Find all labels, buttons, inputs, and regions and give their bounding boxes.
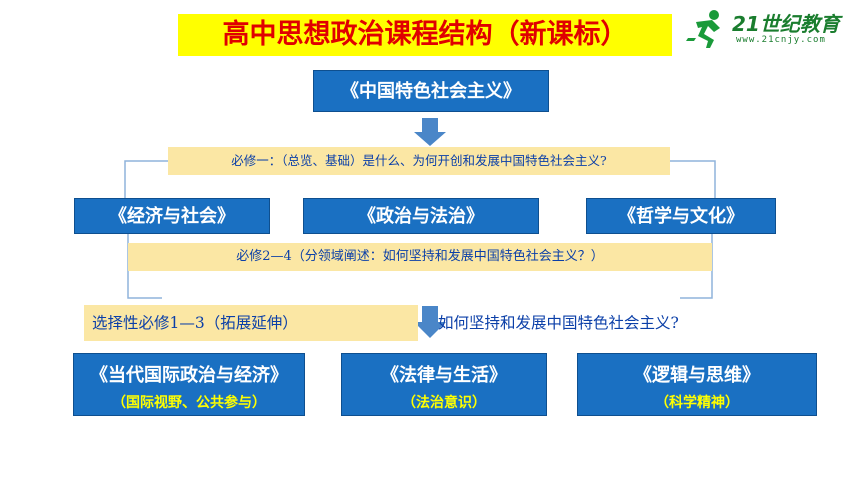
box-economy-society: 《经济与社会》 xyxy=(74,198,270,234)
connector-left-top xyxy=(124,160,168,198)
box-title: 《法律与生活》 xyxy=(381,365,507,386)
connector-right-bottom xyxy=(680,234,713,299)
box-title: 《逻辑与思维》 xyxy=(634,365,760,386)
box-philosophy-culture: 《哲学与文化》 xyxy=(586,198,776,234)
box-subtitle: （国际视野、公共参与） xyxy=(112,395,266,411)
connector-right-top xyxy=(670,160,716,198)
logo: 21世纪教育 www.21cnjy.com xyxy=(686,8,858,50)
box-subtitle: （科学精神） xyxy=(655,395,739,411)
box-logic-thinking: 《逻辑与思维》 （科学精神） xyxy=(577,353,817,416)
box-title: 《当代国际政治与经济》 xyxy=(90,365,288,386)
page-title: 高中思想政治课程结构（新课标） xyxy=(178,14,672,56)
logo-text: 21世纪教育 xyxy=(732,12,840,36)
box-politics-law: 《政治与法治》 xyxy=(303,198,539,234)
arrow-down-top xyxy=(414,118,446,146)
box-subtitle: （法治意识） xyxy=(402,395,486,411)
top-box: 《中国特色社会主义》 xyxy=(313,70,549,112)
compulsory-2-4-question: 必修2—4（分领域阐述：如何坚持和发展中国特色社会主义？） xyxy=(128,243,712,271)
elective-label: 选择性必修1—3（拓展延伸） xyxy=(84,305,418,341)
arrow-down-elective xyxy=(414,306,446,338)
box-international-politics-economy: 《当代国际政治与经济》 （国际视野、公共参与） xyxy=(73,353,305,416)
logo-url: www.21cnjy.com xyxy=(736,35,826,45)
elective-question: 如何坚持和发展中国特色社会主义? xyxy=(438,314,679,332)
compulsory-1-question: 必修一：（总览、基础）是什么、为何开创和发展中国特色社会主义? xyxy=(168,147,670,175)
runner-icon xyxy=(686,10,720,48)
box-law-life: 《法律与生活》 （法治意识） xyxy=(341,353,547,416)
